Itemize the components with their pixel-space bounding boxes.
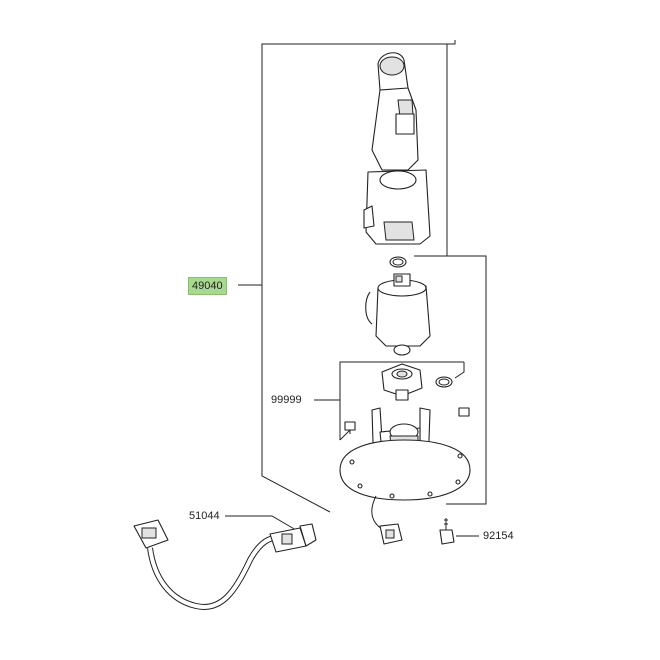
pump-housing xyxy=(363,87,431,245)
part-number-51044[interactable]: 51044 xyxy=(189,510,220,522)
fuel-pump-motor xyxy=(365,273,431,356)
pressure-regulator xyxy=(381,363,423,401)
o-ring-upper xyxy=(389,256,407,268)
part-number-92154[interactable]: 92154 xyxy=(483,530,514,542)
part-number-99999[interactable]: 99999 xyxy=(271,394,302,406)
screw-left xyxy=(344,421,356,434)
assembly-bracket xyxy=(238,40,487,513)
bolt-92154 xyxy=(439,518,455,545)
wire-harness-51044 xyxy=(133,519,317,610)
flange-connector xyxy=(371,495,403,545)
screw-right xyxy=(458,407,470,417)
part-number-49040[interactable]: 49040 xyxy=(188,277,227,295)
harness-leader xyxy=(225,515,297,531)
pump-flange-plate xyxy=(339,439,471,501)
o-ring-small xyxy=(435,376,453,388)
